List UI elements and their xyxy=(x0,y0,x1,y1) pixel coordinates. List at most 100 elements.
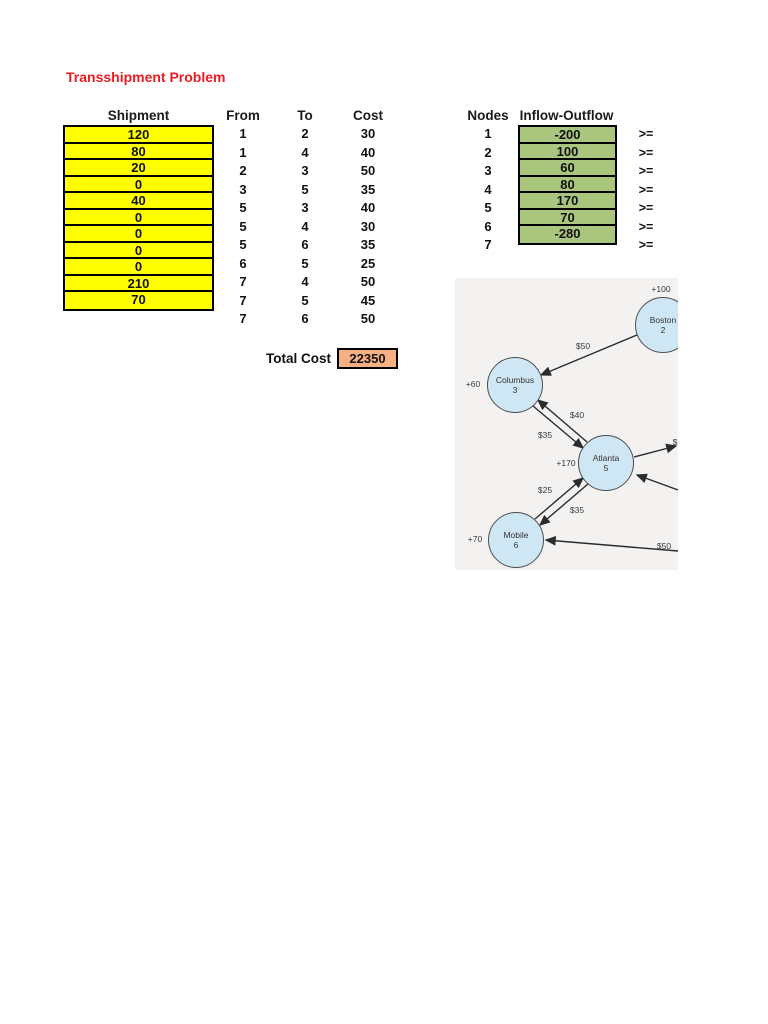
cost-label-mobile-atlanta: $25 xyxy=(537,485,553,495)
node-number: 1 xyxy=(484,126,492,141)
shipment-table: 120 80 20 0 40 0 0 0 0 210 70 xyxy=(63,125,214,311)
total-cost-label: Total Cost xyxy=(266,351,331,366)
column-header-to: To xyxy=(297,108,313,123)
from-column: 1 1 2 3 5 5 5 6 7 7 7 xyxy=(218,125,268,329)
inflow-outflow-cell: 170 xyxy=(520,193,615,210)
diagram-node-boston: Boston 2 xyxy=(635,297,678,353)
cost-value: 40 xyxy=(360,200,376,215)
constraint-operator: >= xyxy=(638,219,654,234)
node-number: 5 xyxy=(484,200,492,215)
to-value: 4 xyxy=(301,218,309,234)
node-number: 5 xyxy=(603,463,609,473)
node-number: 7 xyxy=(484,237,492,252)
to-value: 5 xyxy=(301,255,309,271)
cost-label-boston-columbus: $50 xyxy=(575,341,591,351)
node-name: Mobile xyxy=(503,529,529,540)
cost-value: 50 xyxy=(360,274,376,289)
supply-label-mobile: +70 xyxy=(467,534,483,544)
node-number-column: 1 2 3 4 5 6 7 xyxy=(463,125,513,255)
to-value: 5 xyxy=(301,292,309,308)
inflow-outflow-cell: -200 xyxy=(520,127,615,144)
from-value: 5 xyxy=(239,218,247,234)
to-value: 5 xyxy=(301,181,309,197)
supply-label-columbus: +60 xyxy=(465,379,481,389)
from-value: 5 xyxy=(239,200,247,215)
shipment-cell: 0 xyxy=(65,226,212,243)
from-value: 1 xyxy=(239,126,247,141)
shipment-cell: 40 xyxy=(65,193,212,210)
from-value: 7 xyxy=(239,274,247,289)
node-number: 6 xyxy=(484,218,492,234)
total-cost-value: 22350 xyxy=(337,348,398,369)
node-number: 4 xyxy=(484,181,492,197)
cost-value: 45 xyxy=(360,292,376,308)
shipment-cell: 0 xyxy=(65,259,212,276)
cost-label-columbus-atlanta: $35 xyxy=(537,430,553,440)
node-name: Atlanta xyxy=(592,452,620,463)
column-header-cost: Cost xyxy=(353,108,383,123)
to-value: 4 xyxy=(301,144,309,160)
cost-value: 35 xyxy=(360,181,376,197)
cost-value: 50 xyxy=(360,163,376,178)
shipment-cell: 0 xyxy=(65,242,212,259)
shipment-cell: 210 xyxy=(65,275,212,292)
column-header-shipment: Shipment xyxy=(107,108,170,123)
to-value: 3 xyxy=(301,200,309,215)
inflow-outflow-cell: 80 xyxy=(520,176,615,193)
shipment-cell: 70 xyxy=(65,292,212,309)
constraint-operator-column: >= >= >= >= >= >= >= xyxy=(629,125,663,255)
network-edges xyxy=(532,334,678,552)
network-diagram: Boston 2 Columbus 3 Atlanta 5 Mobile 6 +… xyxy=(455,278,678,570)
cost-value: 30 xyxy=(360,126,376,141)
edge-columbus-to-atlanta xyxy=(532,405,585,449)
cost-value: 25 xyxy=(360,255,376,271)
from-value: 3 xyxy=(239,181,247,197)
from-value: 7 xyxy=(239,292,247,308)
cost-value: 50 xyxy=(360,311,376,326)
cost-label-atlanta-columbus: $40 xyxy=(569,410,585,420)
supply-label-boston: +100 xyxy=(651,284,671,294)
to-value: 4 xyxy=(301,274,309,289)
to-value: 6 xyxy=(301,237,309,252)
diagram-node-mobile: Mobile 6 xyxy=(488,512,544,568)
constraint-operator: >= xyxy=(638,201,654,215)
to-column: 2 4 3 5 3 4 6 5 4 5 6 xyxy=(285,125,325,329)
from-value: 6 xyxy=(239,255,247,271)
constraint-operator: >= xyxy=(638,238,654,252)
from-value: 5 xyxy=(239,237,247,252)
from-value: 2 xyxy=(239,163,247,178)
constraint-operator: >= xyxy=(638,182,654,197)
node-name: Columbus xyxy=(495,374,535,385)
edge-atlanta-to-mobile xyxy=(538,483,589,526)
cost-label-atlanta-out-partial: $ xyxy=(672,437,678,447)
node-number: 3 xyxy=(484,163,492,178)
constraint-operator: >= xyxy=(638,145,654,160)
cost-value: 35 xyxy=(360,237,376,252)
shipment-cell: 0 xyxy=(65,176,212,193)
to-value: 3 xyxy=(301,163,309,178)
edge-offscreen-to-atlanta xyxy=(635,473,678,491)
edge-offscreen-to-mobile xyxy=(544,535,678,552)
constraint-operator: >= xyxy=(638,164,654,178)
column-header-inflow-outflow: Inflow-Outflow xyxy=(519,108,614,123)
cost-label-right-mobile: $50 xyxy=(656,541,672,551)
shipment-cell: 80 xyxy=(65,143,212,160)
shipment-cell: 20 xyxy=(65,160,212,177)
inflow-outflow-cell: 100 xyxy=(520,143,615,160)
node-number: 6 xyxy=(513,540,519,550)
inflow-outflow-cell: 60 xyxy=(520,160,615,177)
cost-value: 30 xyxy=(360,218,376,234)
node-name: Boston xyxy=(649,314,677,325)
page-title: Transshipment Problem xyxy=(66,69,226,85)
to-value: 2 xyxy=(301,126,309,141)
from-value: 1 xyxy=(239,144,247,160)
shipment-cell: 120 xyxy=(65,127,212,144)
column-header-nodes: Nodes xyxy=(467,108,509,123)
node-number: 2 xyxy=(484,144,492,160)
inflow-outflow-cell: -280 xyxy=(520,226,615,243)
inflow-outflow-table: -200 100 60 80 170 70 -280 xyxy=(518,125,617,245)
from-value: 7 xyxy=(239,311,247,326)
node-number: 2 xyxy=(660,325,666,335)
cost-label-atlanta-mobile: $35 xyxy=(569,505,585,515)
supply-label-atlanta: +170 xyxy=(556,458,576,468)
